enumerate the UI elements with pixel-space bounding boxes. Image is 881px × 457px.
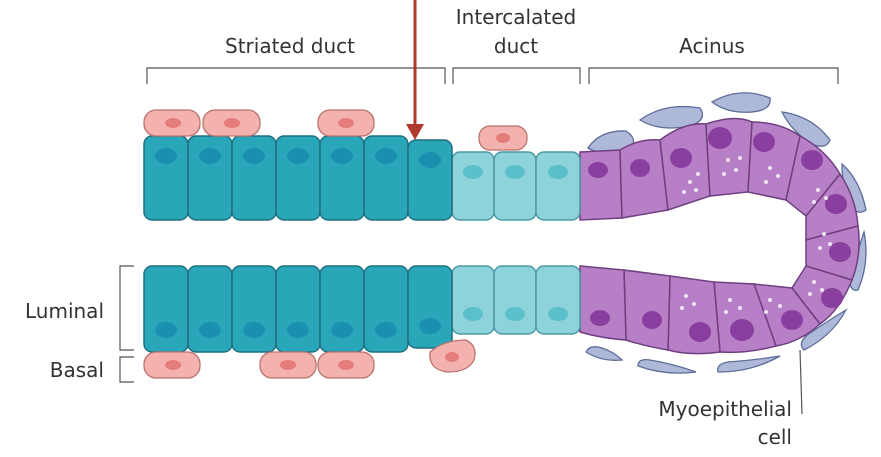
striated-nucleus (331, 148, 353, 164)
acinar-nucleus (708, 127, 732, 149)
acinar-nucleus (590, 310, 610, 326)
acinar-nucleus (829, 242, 851, 262)
intercalated-cell (494, 152, 536, 220)
acinar-nucleus (730, 319, 754, 341)
striated-nucleus (419, 318, 441, 334)
intercalated-nucleus (548, 165, 568, 179)
striated-nucleus (199, 148, 221, 164)
striated-nucleus (199, 322, 221, 338)
acinar-cell (668, 276, 720, 354)
intercalated-nucleus (548, 307, 568, 321)
basal-nucleus (338, 360, 354, 370)
striated-cell (364, 266, 408, 352)
acinar-cell (580, 266, 626, 340)
arrow-head (406, 124, 424, 140)
striated-cell (232, 266, 276, 352)
basal-nucleus (280, 360, 296, 370)
basal-label: Basal (50, 358, 104, 382)
myoepithelial-cell (718, 356, 780, 372)
striated-nucleus (243, 148, 265, 164)
acinar-nucleus (670, 148, 692, 168)
acinar-cell (580, 150, 622, 220)
intercalated-duct-label-line1: Intercalated (456, 5, 576, 29)
striated-nucleus (155, 148, 177, 164)
intercalated-duct-label-line2: duct (494, 34, 538, 58)
intercalated-nucleus (463, 307, 483, 321)
intercalated-duct-bracket (453, 68, 580, 84)
acinar-cell (624, 270, 670, 350)
striated-cell (188, 266, 232, 352)
basal-nucleus (338, 118, 354, 128)
red-arrow-indicator (406, 0, 424, 140)
striated-duct-label: Striated duct (225, 34, 355, 58)
acinar-nucleus (689, 322, 711, 342)
acinar-nucleus (781, 310, 803, 330)
acinar-nucleus (801, 150, 823, 170)
myoepithelial-cell (586, 347, 622, 361)
striated-cell (408, 266, 452, 348)
basal-nucleus (224, 118, 240, 128)
luminal-bracket (120, 266, 134, 350)
intercalated-nucleus (463, 165, 483, 179)
striated-nucleus (243, 322, 265, 338)
acinar-nucleus (588, 162, 608, 178)
striated-nucleus (287, 322, 309, 338)
acinar-nucleus (825, 194, 847, 214)
basal-nucleus (165, 118, 181, 128)
striated-cell (320, 266, 364, 352)
myoepithelial-pointer-line (800, 350, 802, 414)
basal-nucleus (165, 360, 181, 370)
striated-nucleus (375, 148, 397, 164)
acinar-nucleus (821, 288, 843, 308)
striated-nucleus (375, 322, 397, 338)
intercalated-duct-cells (452, 152, 580, 334)
basal-nucleus (496, 133, 510, 143)
striated-nucleus (419, 152, 441, 168)
intercalated-cell (452, 266, 494, 334)
intercalated-cell (536, 266, 580, 334)
intercalated-cell (536, 152, 580, 220)
luminal-label: Luminal (25, 299, 104, 323)
striated-cell (276, 266, 320, 352)
striated-nucleus (331, 322, 353, 338)
acinar-nucleus (753, 132, 775, 152)
basal-nucleus (445, 352, 459, 362)
acinus-bracket (589, 68, 838, 84)
myoepithelial-label-line2: cell (758, 425, 792, 449)
acinar-nucleus (630, 159, 650, 177)
basal-bracket (120, 357, 134, 382)
intercalated-cell (494, 266, 536, 334)
striated-nucleus (155, 322, 177, 338)
acinar-cells (580, 118, 859, 353)
intercalated-cell (452, 152, 494, 220)
striated-nucleus (287, 148, 309, 164)
intercalated-nucleus (505, 165, 525, 179)
acinus-label: Acinus (679, 34, 745, 58)
myoepithelial-label-line1: Myoepithelial (658, 397, 792, 421)
myoepithelial-cell (712, 93, 770, 112)
myoepithelial-cell (638, 360, 696, 374)
striated-duct-cells (144, 136, 452, 352)
striated-duct-bracket (147, 68, 445, 84)
striated-cell (144, 266, 188, 352)
intercalated-nucleus (505, 307, 525, 321)
acinar-nucleus (642, 311, 662, 329)
